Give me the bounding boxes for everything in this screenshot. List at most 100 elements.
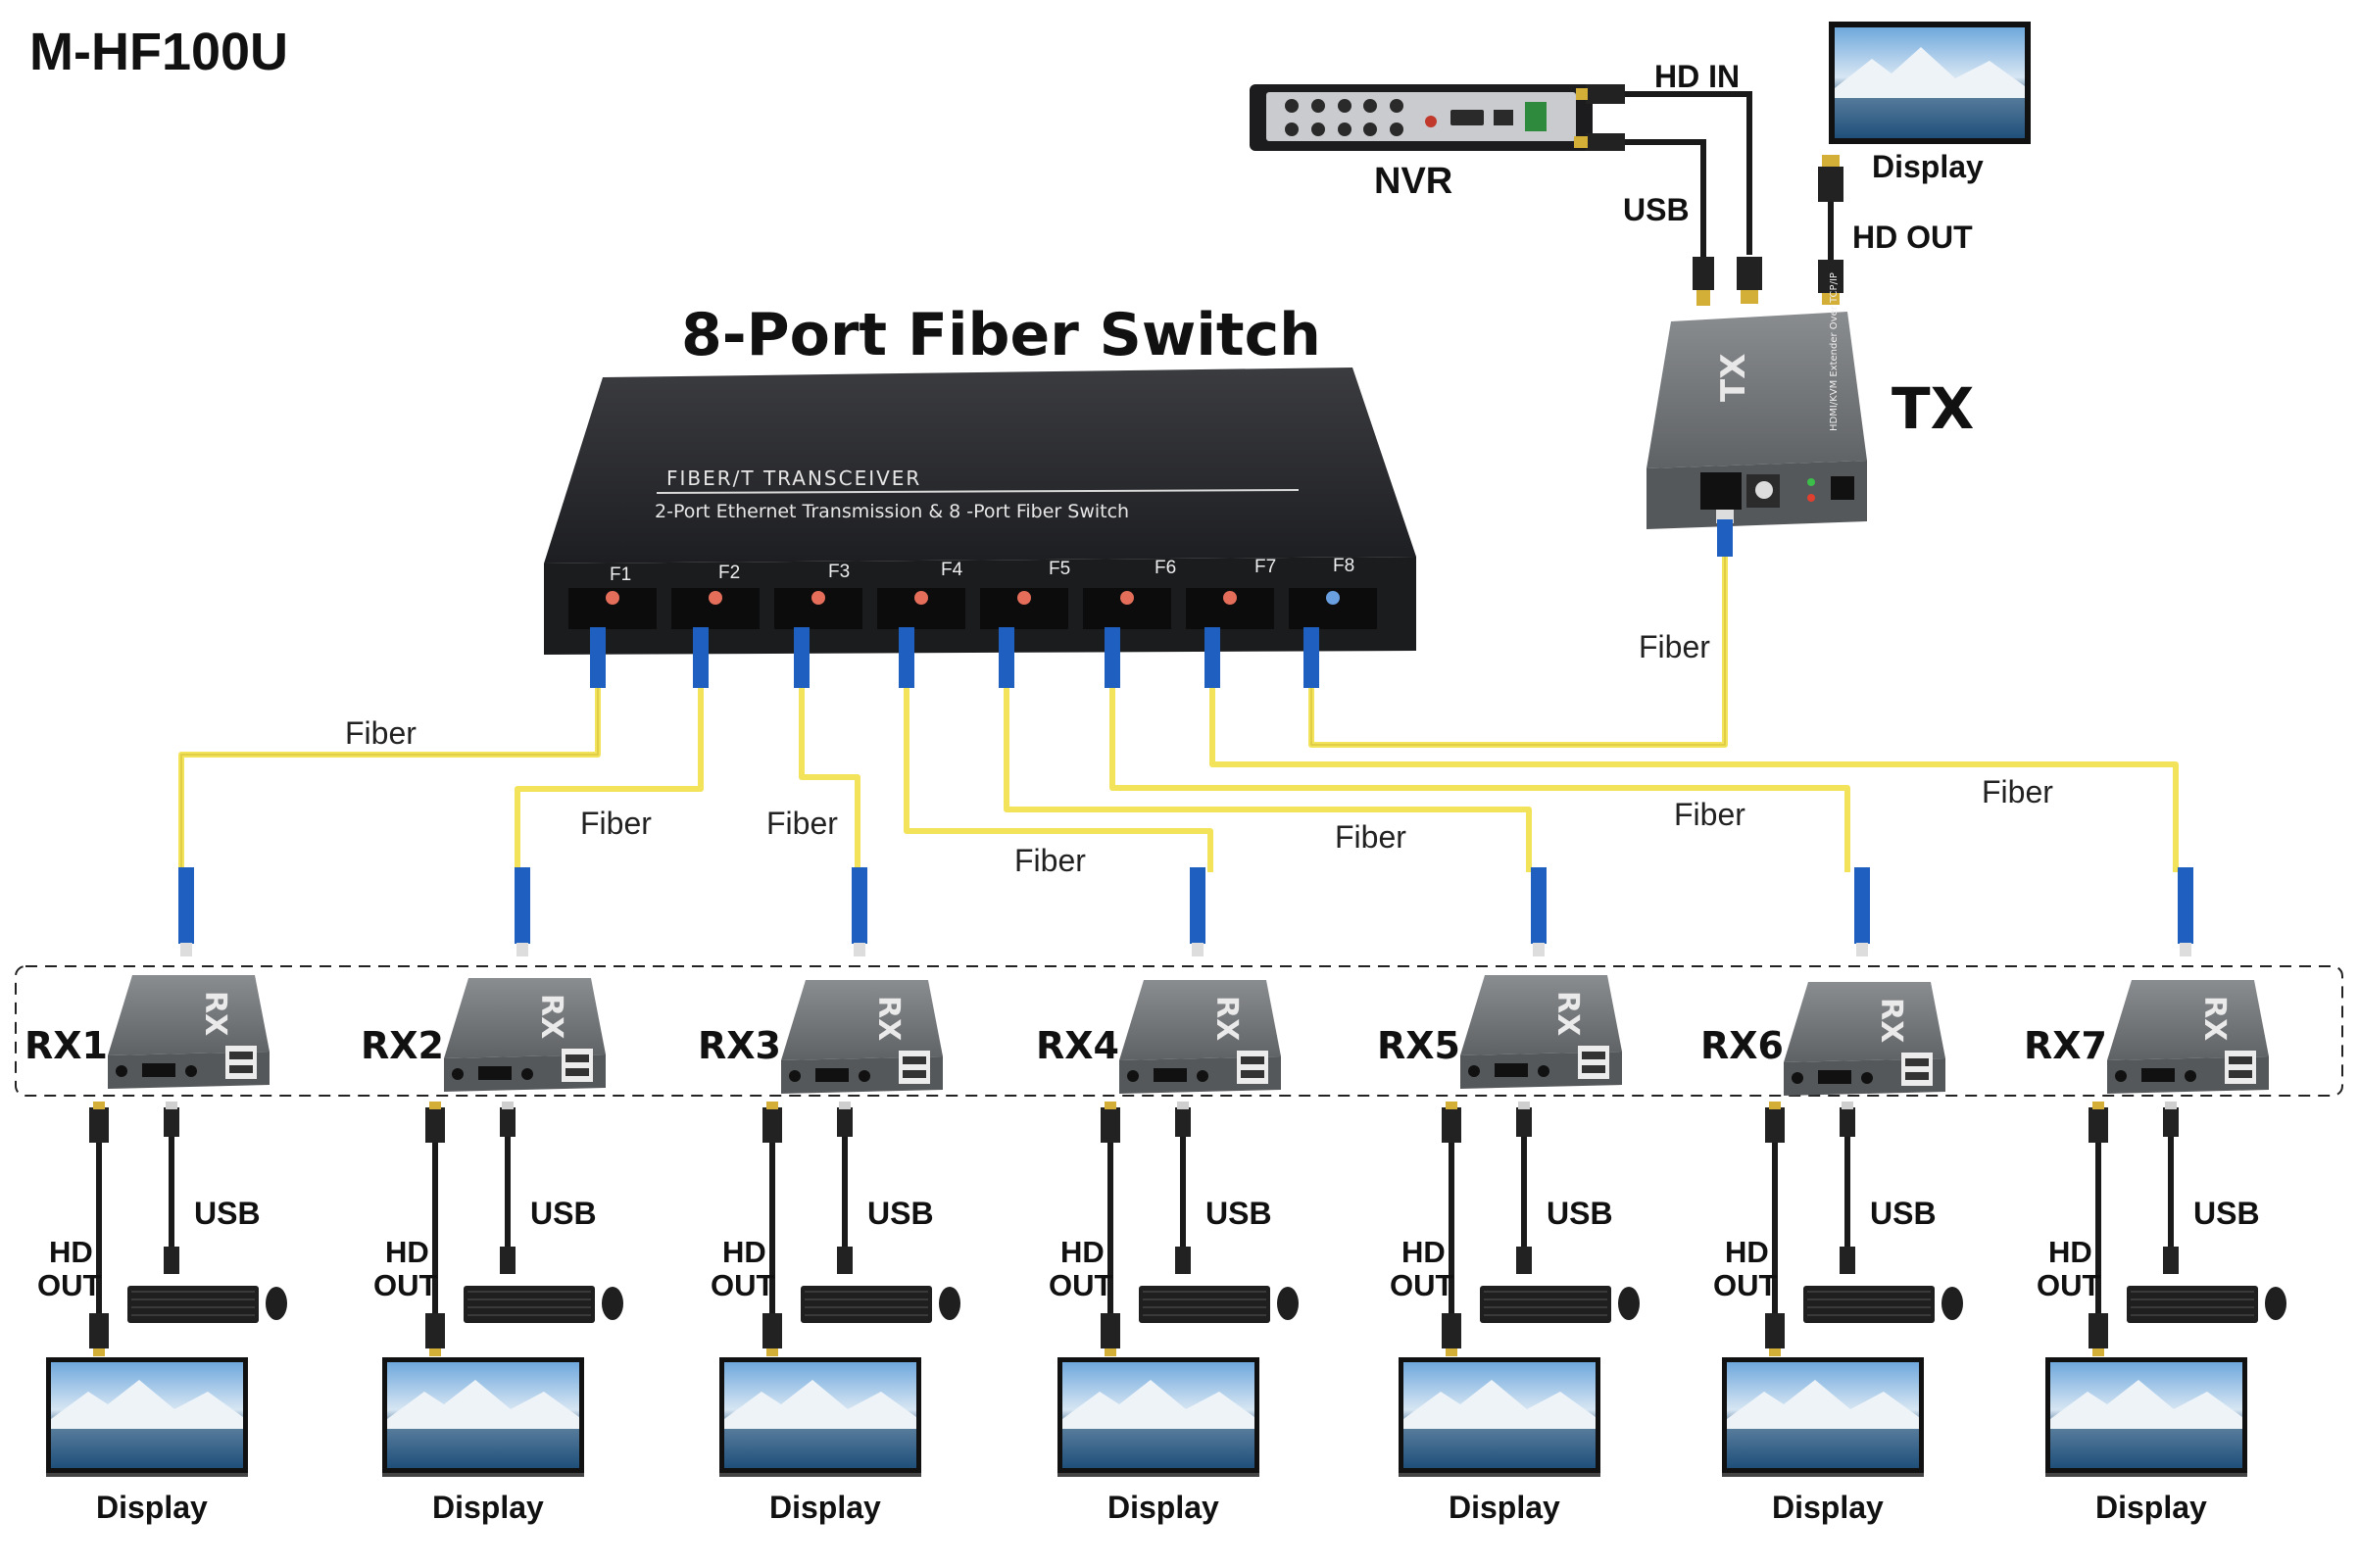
- fiber-cable-f5-rx5: [1004, 686, 1532, 872]
- mouse-icon: [1941, 1287, 1963, 1320]
- hdmi-plug: [89, 1107, 109, 1143]
- rx-fiber-connector: [1854, 867, 1870, 944]
- rx-unit-6: RX: [1722, 867, 1963, 1477]
- tx-device: TX HDMI/KVM Extender Over TCP/IP: [1646, 272, 1867, 529]
- rx-device-body: [1119, 980, 1281, 1060]
- rx-unit-4: RX: [1057, 867, 1299, 1477]
- tx-label: TX: [1892, 375, 1975, 442]
- rx-unit-7: RX: [2045, 867, 2286, 1477]
- port-label-f4: F4: [941, 560, 963, 580]
- display-label: Display: [96, 1490, 208, 1525]
- display-label: Display: [1772, 1490, 1884, 1525]
- hd-out-label-line1: HD: [1725, 1235, 1769, 1269]
- rx-fiber-connector: [1531, 867, 1547, 944]
- mouse-icon: [2265, 1287, 2286, 1320]
- tx-side-text: HDMI/KVM Extender Over TCP/IP: [1829, 272, 1840, 431]
- rx-fiber-connector: [2178, 867, 2193, 944]
- rx-label-3: RX3: [698, 1024, 781, 1067]
- rx-device-body: [444, 978, 606, 1058]
- top-display-label: Display: [1872, 149, 1984, 184]
- hdmi-plug-nvr: [1586, 84, 1625, 104]
- keyboard-icon: [801, 1286, 932, 1323]
- port-label-f1: F1: [610, 564, 631, 585]
- keyboard-icon: [1803, 1286, 1935, 1323]
- usb-plug: [1175, 1107, 1191, 1137]
- usb-in-cable: [1625, 139, 1706, 257]
- usb-plug-nvr: [1586, 133, 1625, 151]
- hd-out-label-line2: OUT: [373, 1268, 438, 1302]
- rx-box-text: RX: [1209, 996, 1244, 1041]
- hd-out-label-line1: HD: [385, 1235, 429, 1269]
- fiber-label: Fiber: [1014, 843, 1086, 878]
- usb-plug: [164, 1107, 179, 1137]
- hd-out-label-line2: OUT: [1713, 1268, 1778, 1302]
- hdmi-plug: [762, 1107, 782, 1143]
- usb-label: USB: [2193, 1196, 2260, 1231]
- display-label: Display: [1107, 1490, 1219, 1525]
- top-display: [1829, 22, 2031, 144]
- switch-title: 8-Port Fiber Switch: [681, 301, 1321, 369]
- hd-out-label-line1: HD: [1401, 1235, 1446, 1269]
- keyboard-icon: [127, 1286, 259, 1323]
- rx-box-text: RX: [198, 991, 232, 1036]
- display-label: Display: [1449, 1490, 1560, 1525]
- fiber-cables: [178, 549, 2179, 872]
- hd-out-label-line1: HD: [2048, 1235, 2092, 1269]
- fiber-label: Fiber: [1335, 819, 1406, 855]
- fiber-label: Fiber: [1674, 797, 1745, 832]
- usb-label: USB: [1205, 1196, 1272, 1231]
- port-label-f5: F5: [1049, 559, 1070, 579]
- rx-unit-1: RX: [46, 867, 287, 1477]
- rx-fiber-connector: [852, 867, 867, 944]
- receivers-group-border: [15, 965, 2343, 1097]
- usb-plug: [2163, 1107, 2179, 1137]
- port-label-f6: F6: [1155, 558, 1176, 578]
- port-label-f2: F2: [718, 563, 740, 583]
- rx-box-text: RX: [2197, 996, 2232, 1041]
- tx-input-cables: [1625, 91, 1834, 260]
- port-label-f8: F8: [1333, 556, 1354, 576]
- fiber-cable-f1-rx1: [178, 686, 601, 872]
- usb-label: USB: [1547, 1196, 1613, 1231]
- hdmi-plug: [1101, 1107, 1120, 1143]
- hdmi-plug: [1765, 1107, 1785, 1143]
- hd-out-label-line2: OUT: [1390, 1268, 1454, 1302]
- switch-brand: FIBER/T TRANSCEIVER: [666, 466, 921, 490]
- fiber-cable-f2-rx2: [515, 686, 704, 872]
- rx-unit-2: RX: [382, 867, 623, 1477]
- hd-in-cable: [1625, 91, 1752, 255]
- rx-device-body: [2107, 980, 2269, 1060]
- usb-plug: [1516, 1107, 1532, 1137]
- rx-fiber-connector: [1190, 867, 1205, 944]
- fiber-cable-f3-rx3: [799, 686, 860, 872]
- fiber-switch: FIBER/T TRANSCEIVER 2-Port Ethernet Tran…: [544, 368, 1416, 655]
- fiber-label: Fiber: [345, 715, 417, 751]
- rx-label-4: RX4: [1036, 1024, 1119, 1067]
- usb-label: USB: [194, 1196, 261, 1231]
- fiber-label: Fiber: [1982, 774, 2053, 809]
- usb-in-label: USB: [1623, 192, 1690, 227]
- hd-in-label: HD IN: [1654, 59, 1741, 94]
- usb-plug: [1840, 1107, 1855, 1137]
- rx-device-body: [1460, 975, 1622, 1055]
- rx-box-text: RX: [1550, 991, 1585, 1036]
- display-label: Display: [769, 1490, 881, 1525]
- fiber-cable-f6-rx6: [1109, 686, 1850, 872]
- hdmi-plug: [1442, 1107, 1461, 1143]
- switch-subtitle: 2-Port Ethernet Transmission & 8 -Port F…: [655, 501, 1129, 522]
- fiber-cable-f4-rx4: [904, 686, 1213, 872]
- hd-out-label-line2: OUT: [1049, 1268, 1113, 1302]
- keyboard-icon: [464, 1286, 595, 1323]
- model-title: M-HF100U: [29, 23, 289, 81]
- mouse-icon: [1618, 1287, 1640, 1320]
- keyboard-icon: [1480, 1286, 1611, 1323]
- hd-out-label-line1: HD: [49, 1235, 93, 1269]
- keyboard-icon: [1139, 1286, 1270, 1323]
- switch-ports: F1 F2 F3 F4 F5 F6 F7 F8: [568, 556, 1377, 629]
- mouse-icon: [939, 1287, 960, 1320]
- fiber-label: Fiber: [1639, 629, 1710, 664]
- rx-fiber-connector: [515, 867, 530, 944]
- rx-box-text: RX: [534, 994, 568, 1039]
